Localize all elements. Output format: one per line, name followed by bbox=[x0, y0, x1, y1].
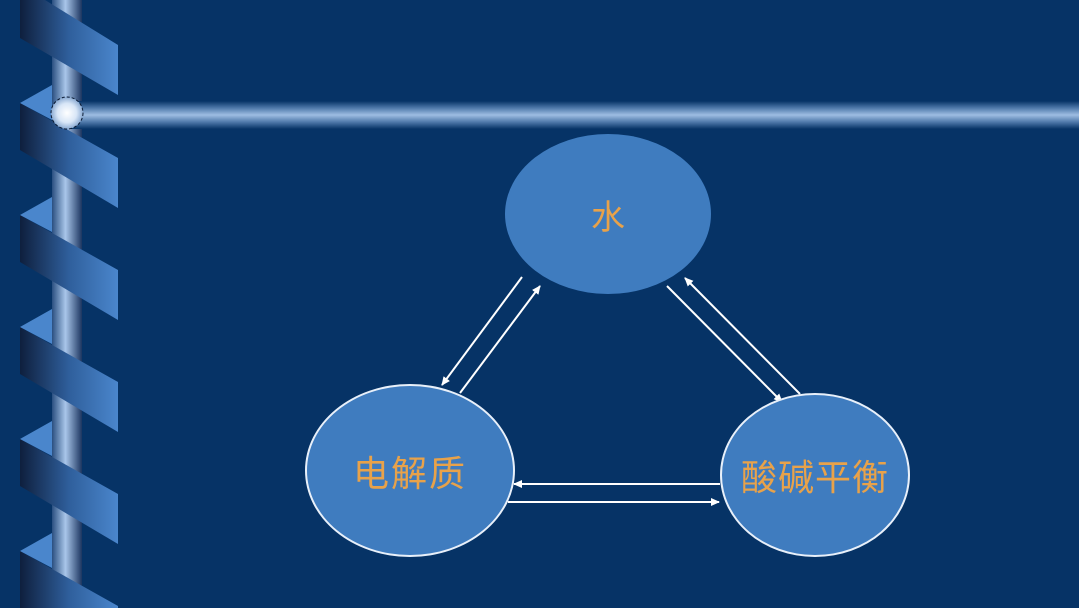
node-acid-base-label: 酸碱平衡 bbox=[740, 458, 889, 499]
node-electrolyte: 电解质 bbox=[305, 384, 515, 557]
node-water: 水 bbox=[505, 134, 711, 294]
node-water-label: 水 bbox=[591, 197, 625, 238]
node-acid-base-balance: 酸碱平衡 bbox=[720, 393, 910, 557]
node-electrolyte-label: 电解质 bbox=[352, 453, 467, 495]
